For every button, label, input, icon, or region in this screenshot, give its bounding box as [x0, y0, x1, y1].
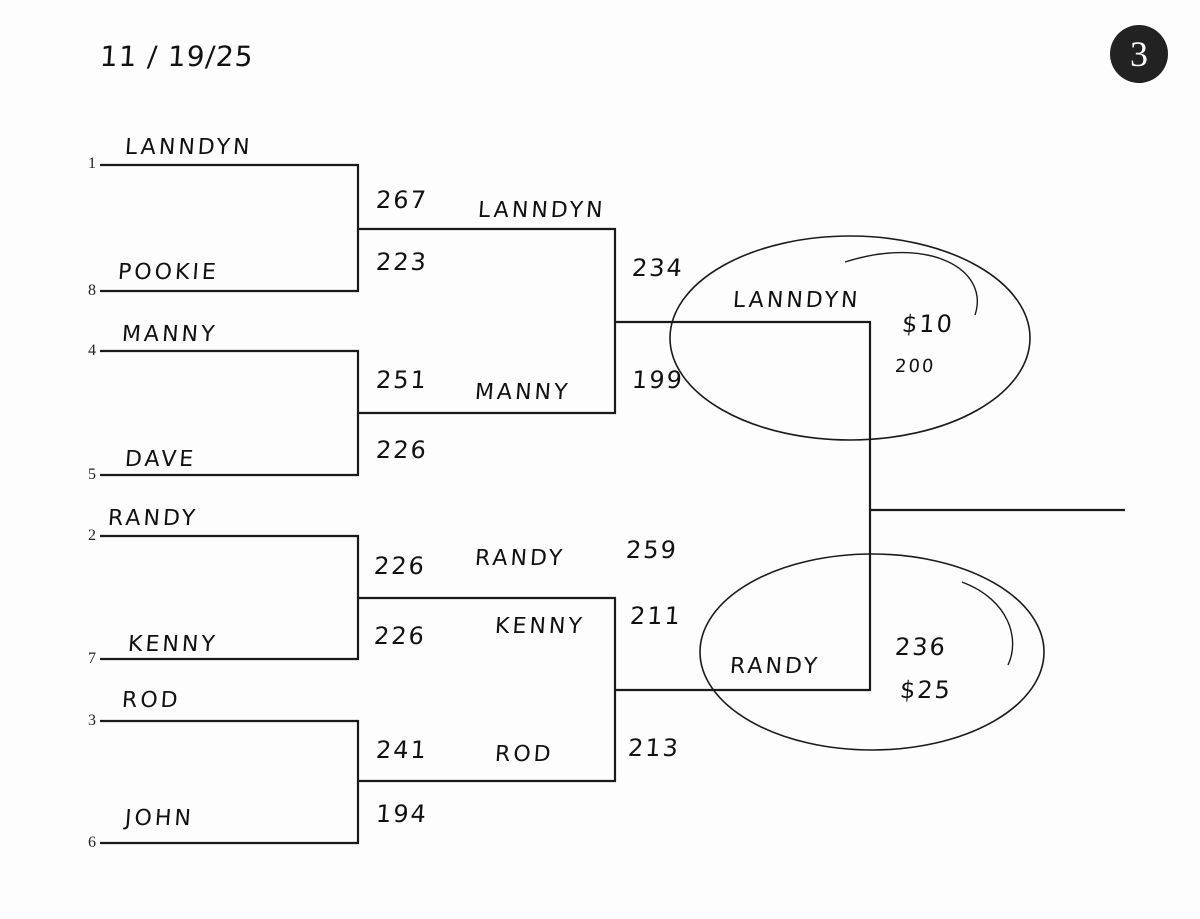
player-name: ROD	[121, 688, 182, 713]
player-name: LANNDYN	[732, 288, 862, 313]
player-name: MANNY	[474, 380, 572, 405]
player-name: RANDY	[107, 506, 199, 531]
player-name: JOHN	[124, 806, 195, 831]
score: 267	[375, 186, 429, 214]
player-name: MANNY	[121, 322, 219, 347]
round3-lines	[615, 320, 1125, 692]
prize: $25	[899, 676, 953, 704]
score: 226	[373, 622, 427, 650]
score: 200	[894, 356, 937, 377]
player-name: RANDY	[474, 546, 566, 571]
score: 259	[625, 536, 679, 564]
seed: 6	[88, 834, 96, 851]
score: 199	[631, 366, 685, 394]
prize: $10	[901, 310, 955, 338]
score: 251	[375, 366, 429, 394]
arc-bottom	[961, 581, 1014, 666]
score: 194	[375, 800, 429, 828]
score: 211	[629, 602, 683, 630]
score: 223	[375, 248, 429, 276]
score: 241	[375, 736, 429, 764]
score: 213	[627, 734, 681, 762]
seed: 1	[88, 155, 96, 172]
player-name: KENNY	[494, 614, 586, 639]
seed: 8	[88, 282, 96, 299]
seed: 2	[88, 527, 96, 544]
page-number-badge: 3	[1110, 25, 1168, 83]
score: 236	[894, 633, 948, 661]
player-name: DAVE	[124, 447, 198, 472]
player-name: RANDY	[729, 654, 821, 679]
arc-top	[844, 251, 978, 316]
circle-top	[669, 235, 1031, 441]
score: 226	[375, 436, 429, 464]
round2-lines	[358, 227, 617, 783]
player-name: POOKIE	[117, 260, 220, 285]
seed: 5	[88, 466, 96, 483]
date: 11 / 19/25	[98, 40, 255, 73]
player-name: ROD	[494, 742, 555, 767]
score: 226	[373, 552, 427, 580]
seed: 7	[88, 650, 96, 667]
seed: 3	[88, 712, 96, 729]
seed: 4	[88, 342, 96, 359]
circle-bottom	[699, 553, 1045, 751]
player-name: LANNDYN	[477, 198, 607, 223]
player-name: LANNDYN	[124, 135, 254, 160]
score: 234	[631, 254, 685, 282]
player-name: KENNY	[127, 632, 219, 657]
